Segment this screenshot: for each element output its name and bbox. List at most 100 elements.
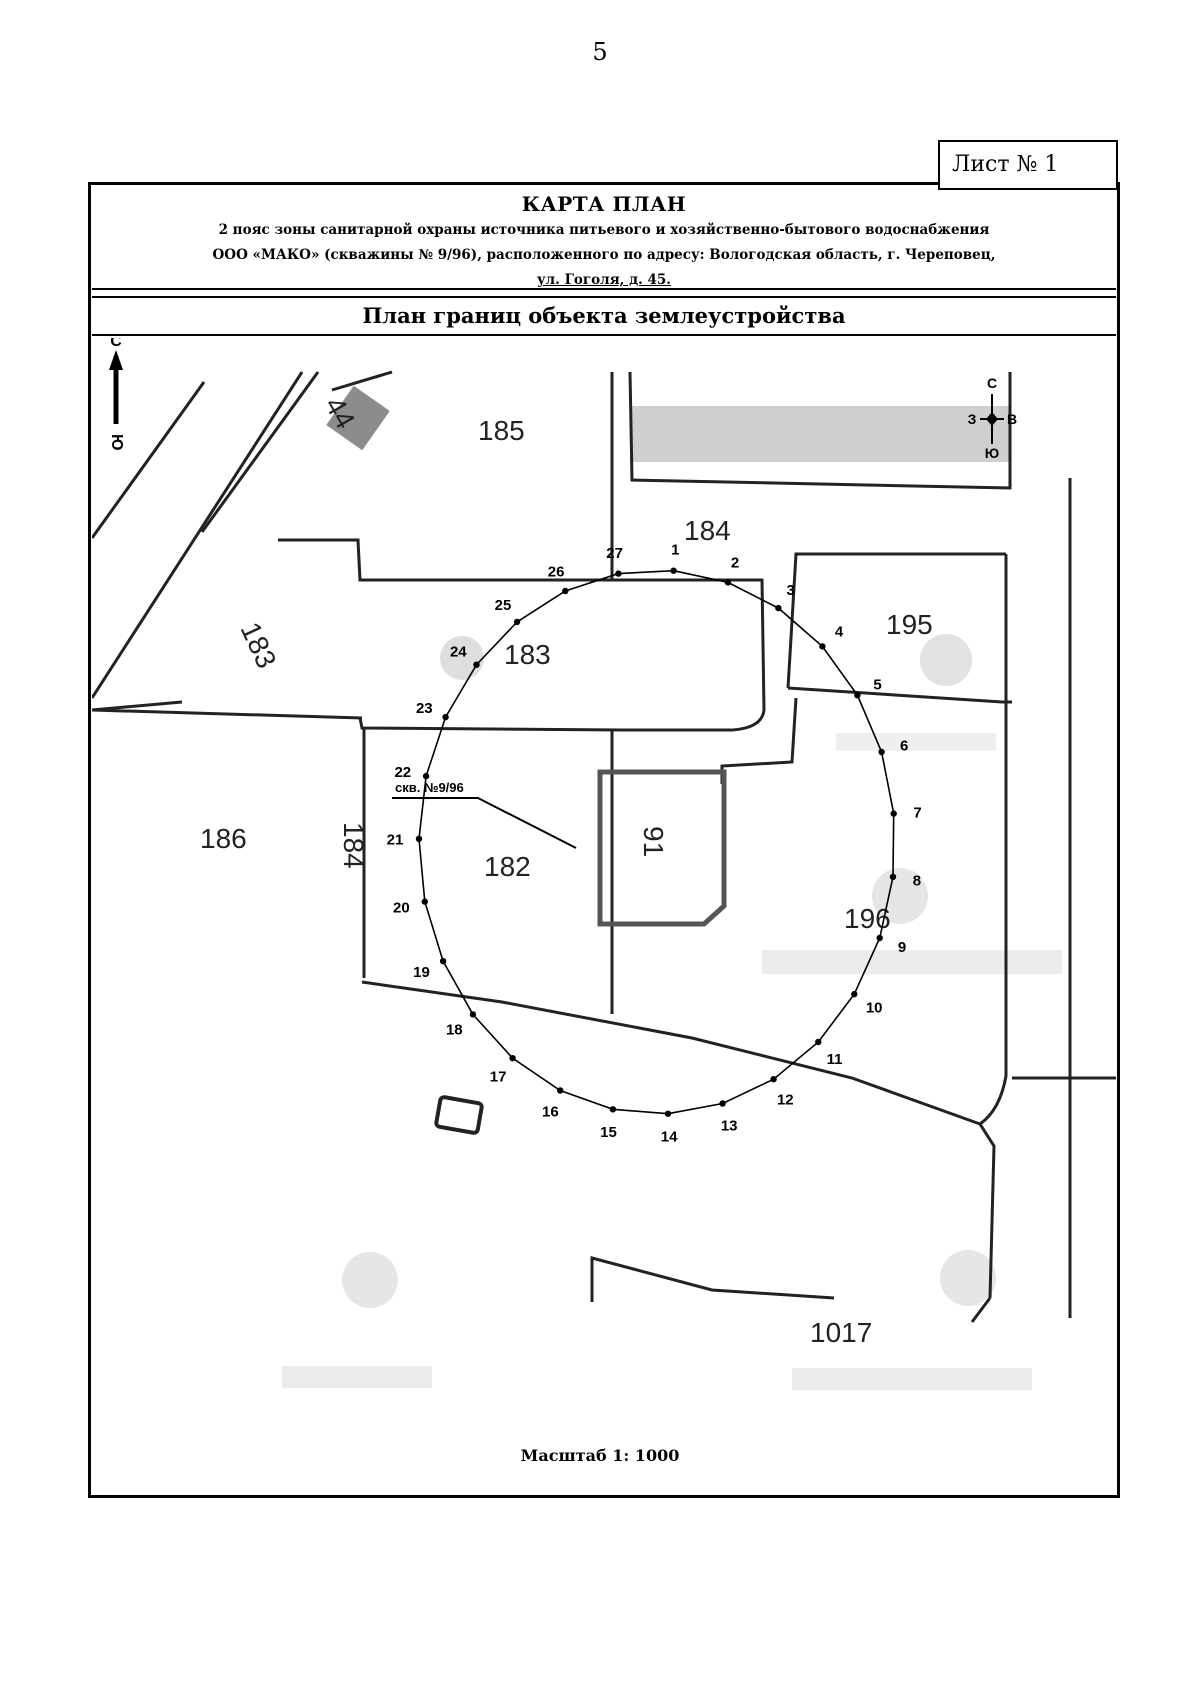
dark-building-block [326,385,390,451]
boundary-vertex [439,958,447,965]
boundary-vertex-label: 16 [542,1104,559,1121]
boundary-vertex [422,772,430,780]
parcel-line [590,1256,835,1302]
boundary-vertex-label: 8 [913,873,921,890]
parcel-line [977,554,1008,1299]
arrow-up-icon [109,350,123,370]
parcel-number-184-rotated: 184 [338,822,369,869]
parcel-boundaries [90,370,1116,1323]
road-line [331,370,393,392]
compass-right: С З В Ю [968,375,1017,461]
boundary-vertex-label: 22 [394,764,411,781]
compass-left-south-label: Ю [108,434,125,451]
compass-right-south-label: Ю [985,445,999,461]
scale-caption: Масштаб 1: 1000 [520,1446,680,1465]
boundary-vertex-label: 24 [450,643,467,660]
well-callout: скв. №9/96 [392,780,577,849]
subtitle-line-2: ООО «МАКО» (скважины № 9/96), расположен… [212,247,996,263]
boundary-vertex [415,835,423,842]
road-line [90,381,206,539]
parcel-line [361,980,981,1126]
boundary-vertex-label: 27 [606,545,623,562]
boundary-vertex [878,748,885,756]
boundary-vertex [469,1011,477,1018]
boundary-vertex [609,1106,617,1113]
boundary-vertex-label: 3 [787,582,795,599]
parcel-line [91,708,363,720]
boundary-vertex [770,1076,777,1083]
well-plot-outline [597,769,727,927]
boundary-vertex-label: 19 [413,964,430,981]
parcel-number-196: 196 [844,903,891,934]
compass-left-north-label: С [110,338,122,350]
sanitary-zone-boundary: 1234567891011121314151617181920212223242… [387,542,922,1146]
parcel-line [787,686,1012,704]
compass-rose-icon [986,412,998,426]
boundary-vertex [819,643,826,650]
boundary-vertex [724,579,732,586]
boundary-vertex [775,604,782,612]
parcel-line [91,700,183,712]
boundary-vertex [615,570,622,577]
parcel-line [720,697,798,784]
well-label: скв. №9/96 [395,780,464,795]
boundary-vertex-label: 17 [490,1069,507,1086]
parcel-line [786,552,1006,689]
boundary-vertex [473,661,480,668]
boundary-vertex-label: 5 [873,676,881,693]
boundary-vertex [442,713,449,721]
boundary-vertex [815,1038,822,1046]
boundary-vertex [889,873,897,880]
parcel-number-195: 195 [886,609,933,640]
road-line [200,371,320,533]
boundary-vertex-label: 12 [777,1091,794,1108]
small-building [434,1095,484,1135]
map-canvas: 185 184 195 183 186 182 196 1017 44 183 … [90,333,1116,1390]
boundary-vertex-label: 15 [600,1124,617,1141]
boundary-vertex [890,810,897,817]
boundary-vertex-label: 1 [671,542,679,559]
parcel-number-184: 184 [684,515,731,546]
parcel-number-186: 186 [200,823,247,854]
boundary-vertex-label: 9 [898,939,906,956]
subtitle-line-3: ул. Гоголя, д. 45. [537,272,671,288]
faded-marker [342,1252,398,1308]
boundary-vertex [876,934,883,942]
boundary-vertex [670,567,677,574]
parcel-number-183: 183 [504,639,551,670]
road-line [90,371,304,699]
boundary-vertex [719,1100,726,1107]
background-blocks [282,385,1062,1390]
parcel-number-185: 185 [478,415,525,446]
page-number: 5 [592,38,608,66]
boundary-vertex-label: 7 [913,804,921,821]
boundary-vertex [851,990,858,998]
boundary-vertex [557,1087,564,1094]
map-subtitle: 2 пояс зоны санитарной охраны источника … [92,218,1116,293]
faded-marker [920,634,972,686]
parcel-number-182: 182 [484,851,531,882]
boundary-vertex [854,692,861,699]
subtitle-line-1: 2 пояс зоны санитарной охраны источника … [218,222,990,238]
boundary-vertex [509,1055,516,1062]
plan-title: План границ объекта землеустройства [92,296,1116,336]
compass-right-west-label: З [968,411,977,427]
well-leader-line [477,797,577,849]
gray-building-block [630,406,1010,462]
parcel-number-91: 91 [638,826,669,857]
boundary-vertex-label: 13 [721,1118,738,1135]
faded-street-label [836,733,996,751]
parcel-line [358,578,766,732]
boundary-vertex-label: 18 [446,1021,463,1038]
boundary-vertex-label: 20 [393,899,410,916]
map-frame [88,182,1120,1498]
boundary-vertex-label: 14 [661,1129,678,1146]
faded-marker [440,636,484,680]
boundary-vertex [513,618,521,626]
parcel-line [628,371,1012,490]
boundary-vertex-label: 21 [387,832,404,849]
boundary-vertex [664,1110,672,1117]
compass-left: С Ю [108,333,125,451]
compass-right-north-label: С [987,375,997,391]
boundary-vertex-label: 4 [835,624,844,641]
